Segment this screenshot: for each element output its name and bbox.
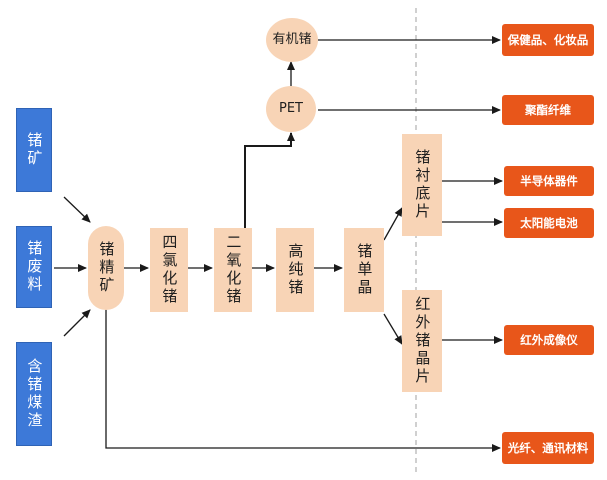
app-solar: 太阳能电池 (504, 208, 594, 238)
node-dioxide: 二氧化锗 (214, 228, 252, 312)
app-fiber: 光纤、通讯材料 (502, 432, 594, 464)
node-concentrate: 锗精矿 (88, 226, 124, 310)
app-infrared-imager: 红外成像仪 (504, 325, 594, 355)
arrow-ore-to-concentrate (63, 196, 91, 223)
node-ir-wafer: 红外锗晶片 (402, 290, 442, 392)
app-polyester: 聚酯纤维 (502, 95, 594, 125)
app-semiconductor: 半导体器件 (504, 166, 594, 196)
node-substrate: 锗衬底片 (402, 134, 442, 236)
node-organic-germanium: 有机锗 (266, 18, 318, 62)
node-high-purity: 高纯锗 (276, 228, 314, 312)
source-ore: 锗矿 (16, 108, 52, 192)
node-single-crystal: 锗单晶 (344, 228, 384, 312)
node-pet: PET (266, 86, 316, 132)
arrow-dioxide-to-pet (244, 132, 295, 230)
app-cosmetics: 保健品、化妆品 (502, 24, 594, 56)
source-scrap: 锗废料 (16, 226, 52, 308)
node-tetrachloride: 四氯化锗 (150, 228, 188, 312)
arrow-crystal-to-substrate (383, 207, 403, 241)
arrow-concentrate-to-fiber (105, 302, 501, 452)
arrow-slag-to-concentrate (63, 309, 91, 337)
source-coal-slag: 含锗煤渣 (16, 342, 52, 446)
arrow-crystal-to-irwafer (383, 313, 403, 345)
